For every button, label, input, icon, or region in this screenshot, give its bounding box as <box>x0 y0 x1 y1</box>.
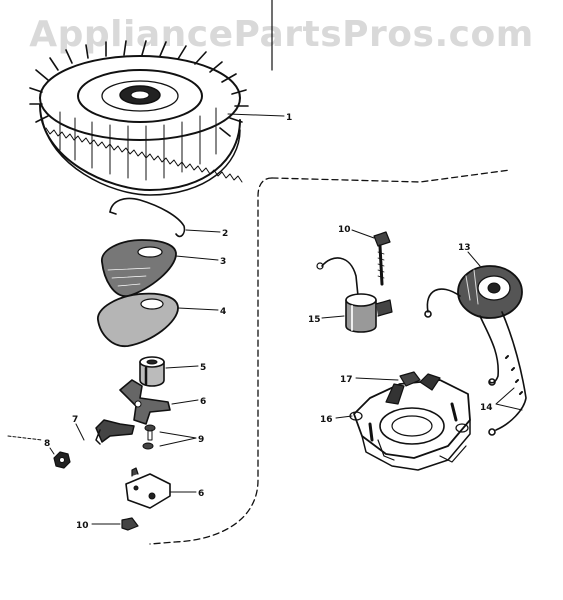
leader-line-2 <box>185 229 221 233</box>
flywheel <box>29 40 249 196</box>
callout-8: 8 <box>44 439 50 449</box>
hex-nut <box>7 435 71 469</box>
callout-10: 10 <box>76 521 89 531</box>
ignition-coil <box>457 265 523 319</box>
condenser-screw <box>373 231 391 286</box>
gasket <box>97 292 179 347</box>
stator-plate <box>349 373 471 471</box>
callout-14: 14 <box>480 403 493 413</box>
dust-cover <box>101 239 177 297</box>
callout-5: 5 <box>200 363 206 373</box>
stator-clip <box>399 371 421 387</box>
callout-16: 16 <box>320 415 333 425</box>
leader-line-8 <box>49 447 55 455</box>
callout-1: 1 <box>286 113 292 123</box>
coil-leads <box>424 288 527 436</box>
callout-3: 3 <box>220 257 226 267</box>
leader-line-9 <box>159 431 197 447</box>
callout-15: 15 <box>308 315 321 325</box>
condenser <box>316 257 393 333</box>
callout-6b: 6 <box>198 489 204 499</box>
callout-17: 17 <box>340 375 353 385</box>
leader-line-6 <box>171 399 199 405</box>
spacer-bushing <box>139 356 165 387</box>
callout-6: 6 <box>200 397 206 407</box>
retaining-wire <box>109 197 186 238</box>
callout-13: 13 <box>458 243 471 253</box>
screws <box>142 424 156 450</box>
callout-4: 4 <box>220 307 226 317</box>
leader-line-13 <box>467 251 481 267</box>
leader-line-15 <box>321 315 345 319</box>
leader-line-10b <box>351 229 375 239</box>
callout-10b: 10 <box>338 225 351 235</box>
leader-line-3 <box>175 255 219 261</box>
terminal-bracket <box>95 419 135 445</box>
leader-line-1 <box>227 113 285 117</box>
group-outline <box>149 177 273 545</box>
leader-line-16 <box>335 415 353 419</box>
group-outline-top <box>271 169 511 183</box>
leader-line-17 <box>355 377 399 381</box>
callout-9: 9 <box>198 435 204 445</box>
leader-line-5 <box>165 365 199 369</box>
leader-line-4 <box>177 307 219 311</box>
leader-line-7 <box>75 423 85 441</box>
leader-line-14 <box>495 387 523 411</box>
breaker-arm <box>119 379 171 425</box>
cam-lubricator <box>121 517 139 531</box>
callout-7: 7 <box>72 415 78 425</box>
breaker-point-base <box>125 467 171 509</box>
callout-2: 2 <box>222 229 228 239</box>
